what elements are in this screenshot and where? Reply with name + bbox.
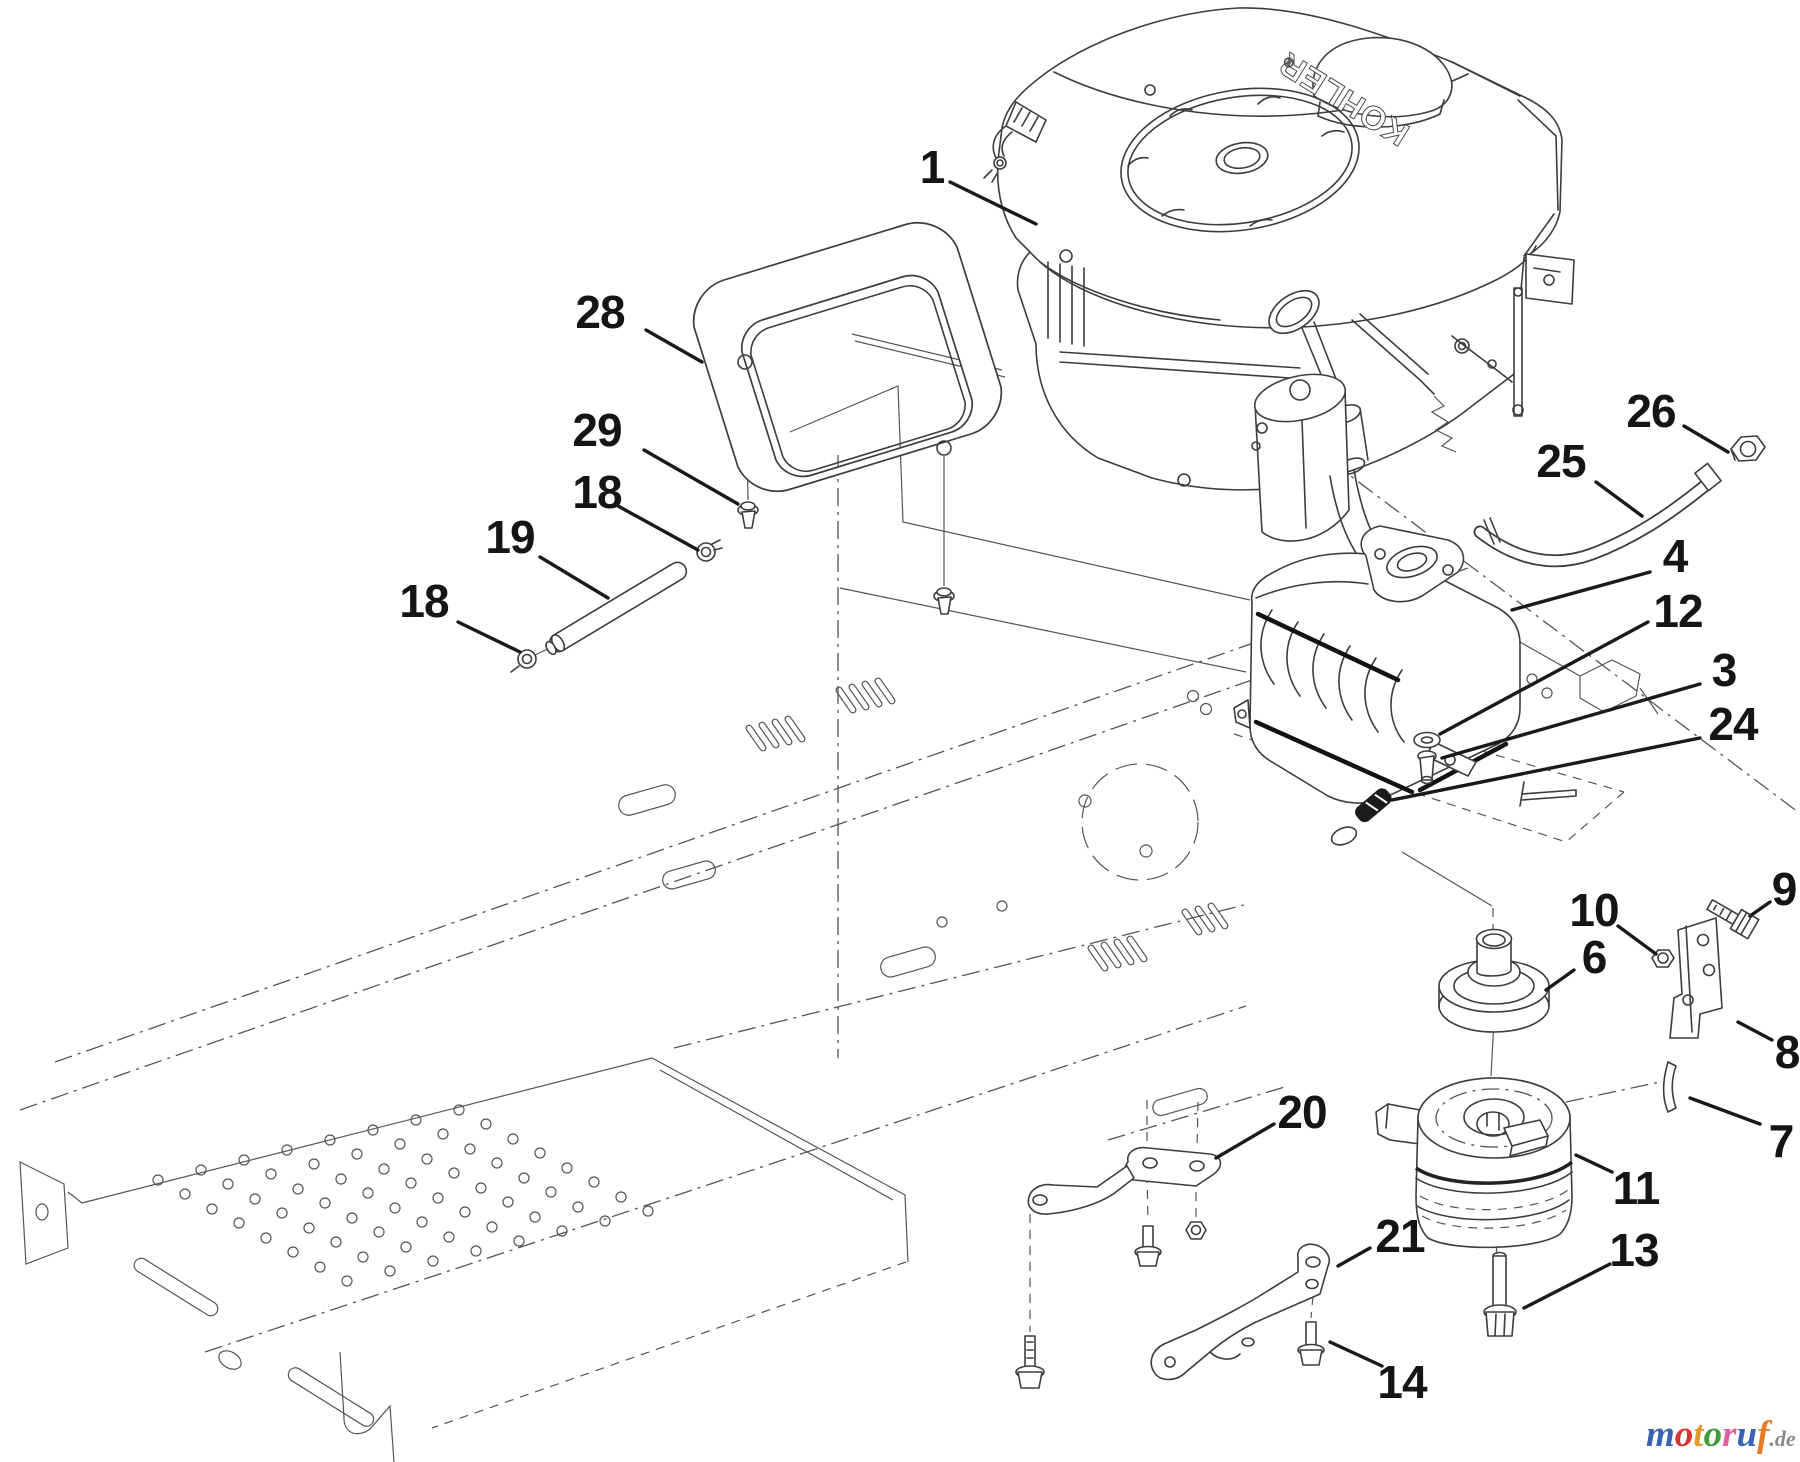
engine-pulley [1438, 928, 1550, 1033]
exhaust-flange [1360, 525, 1465, 603]
callout-label-13: 13 [1609, 1224, 1659, 1276]
gasket-screw [737, 501, 759, 529]
hose-clamp [696, 539, 723, 562]
clutch-bolt [1483, 1251, 1517, 1337]
callout-label-19: 19 [485, 511, 535, 563]
callout-label-21: 21 [1375, 1210, 1425, 1262]
chassis-frame [19, 333, 1799, 1462]
clutch-anchor-bracket [1027, 1146, 1222, 1215]
callout-label-4: 4 [1662, 530, 1689, 582]
callout-leader-lines [456, 180, 1774, 1368]
callout-label-11: 11 [1612, 1162, 1661, 1214]
gasket-screw [933, 587, 955, 615]
callout-label-29: 29 [572, 404, 622, 456]
flange-bolt [1015, 1335, 1045, 1389]
engine-illustration: KOHLER ® [983, 7, 1575, 557]
callout-label-9: 9 [1771, 863, 1798, 915]
flat-washer [1413, 731, 1441, 749]
flange-bolt [1134, 1225, 1162, 1267]
callout-label-8: 8 [1774, 1026, 1800, 1078]
watermark-letter: t [1693, 1414, 1704, 1455]
watermark-letter: f [1757, 1414, 1770, 1455]
hex-nut [1185, 1221, 1207, 1240]
callout-label-14: 14 [1377, 1356, 1427, 1408]
watermark-letter: r [1722, 1414, 1737, 1455]
idler-anchor-bracket [1150, 1243, 1331, 1381]
deck-perforations [152, 1104, 654, 1287]
callout-label-12: 12 [1653, 585, 1703, 637]
shoulder-screw [1417, 750, 1437, 785]
flywheel [1120, 84, 1360, 233]
watermark-letter: o [1703, 1414, 1723, 1455]
callout-label-18a: 18 [572, 466, 622, 518]
fuel-hose [1473, 462, 1722, 568]
gasket-part [692, 221, 1003, 493]
watermark-logo: motoruf.de [1646, 1416, 1800, 1453]
watermark-letter: u [1736, 1414, 1758, 1455]
callout-label-26: 26 [1626, 385, 1676, 437]
watermark-letter: o [1674, 1414, 1694, 1455]
hose-clamp [510, 647, 537, 673]
watermark-letter: m [1646, 1414, 1675, 1455]
callout-label-20: 20 [1277, 1086, 1327, 1138]
callout-label-24: 24 [1708, 698, 1758, 750]
frame-vents [745, 677, 1229, 972]
electric-clutch [1375, 1077, 1574, 1249]
damper-rod [534, 550, 713, 656]
callout-label-28: 28 [575, 286, 625, 338]
callout-label-6: 6 [1581, 931, 1608, 983]
roll-pin [1330, 788, 1392, 846]
shim-washer [1662, 1061, 1677, 1113]
flange-bolt [1297, 1321, 1325, 1366]
hose-fitting [1730, 435, 1766, 462]
callout-label-1: 1 [919, 141, 946, 193]
spark-plug-wire [983, 101, 1047, 183]
watermark-domain: .de [1769, 1426, 1796, 1451]
support-bracket [1669, 917, 1723, 1039]
footrest-deck [19, 1057, 909, 1462]
frame-stud [1519, 781, 1577, 807]
muffler-illustration [1233, 525, 1521, 804]
callout-label-3: 3 [1711, 644, 1738, 696]
callout-label-18b: 18 [399, 575, 449, 627]
callout-label-10: 10 [1569, 884, 1619, 936]
starter-motor [1251, 373, 1350, 542]
callout-label-7: 7 [1768, 1115, 1795, 1167]
callout-label-25: 25 [1536, 435, 1586, 487]
